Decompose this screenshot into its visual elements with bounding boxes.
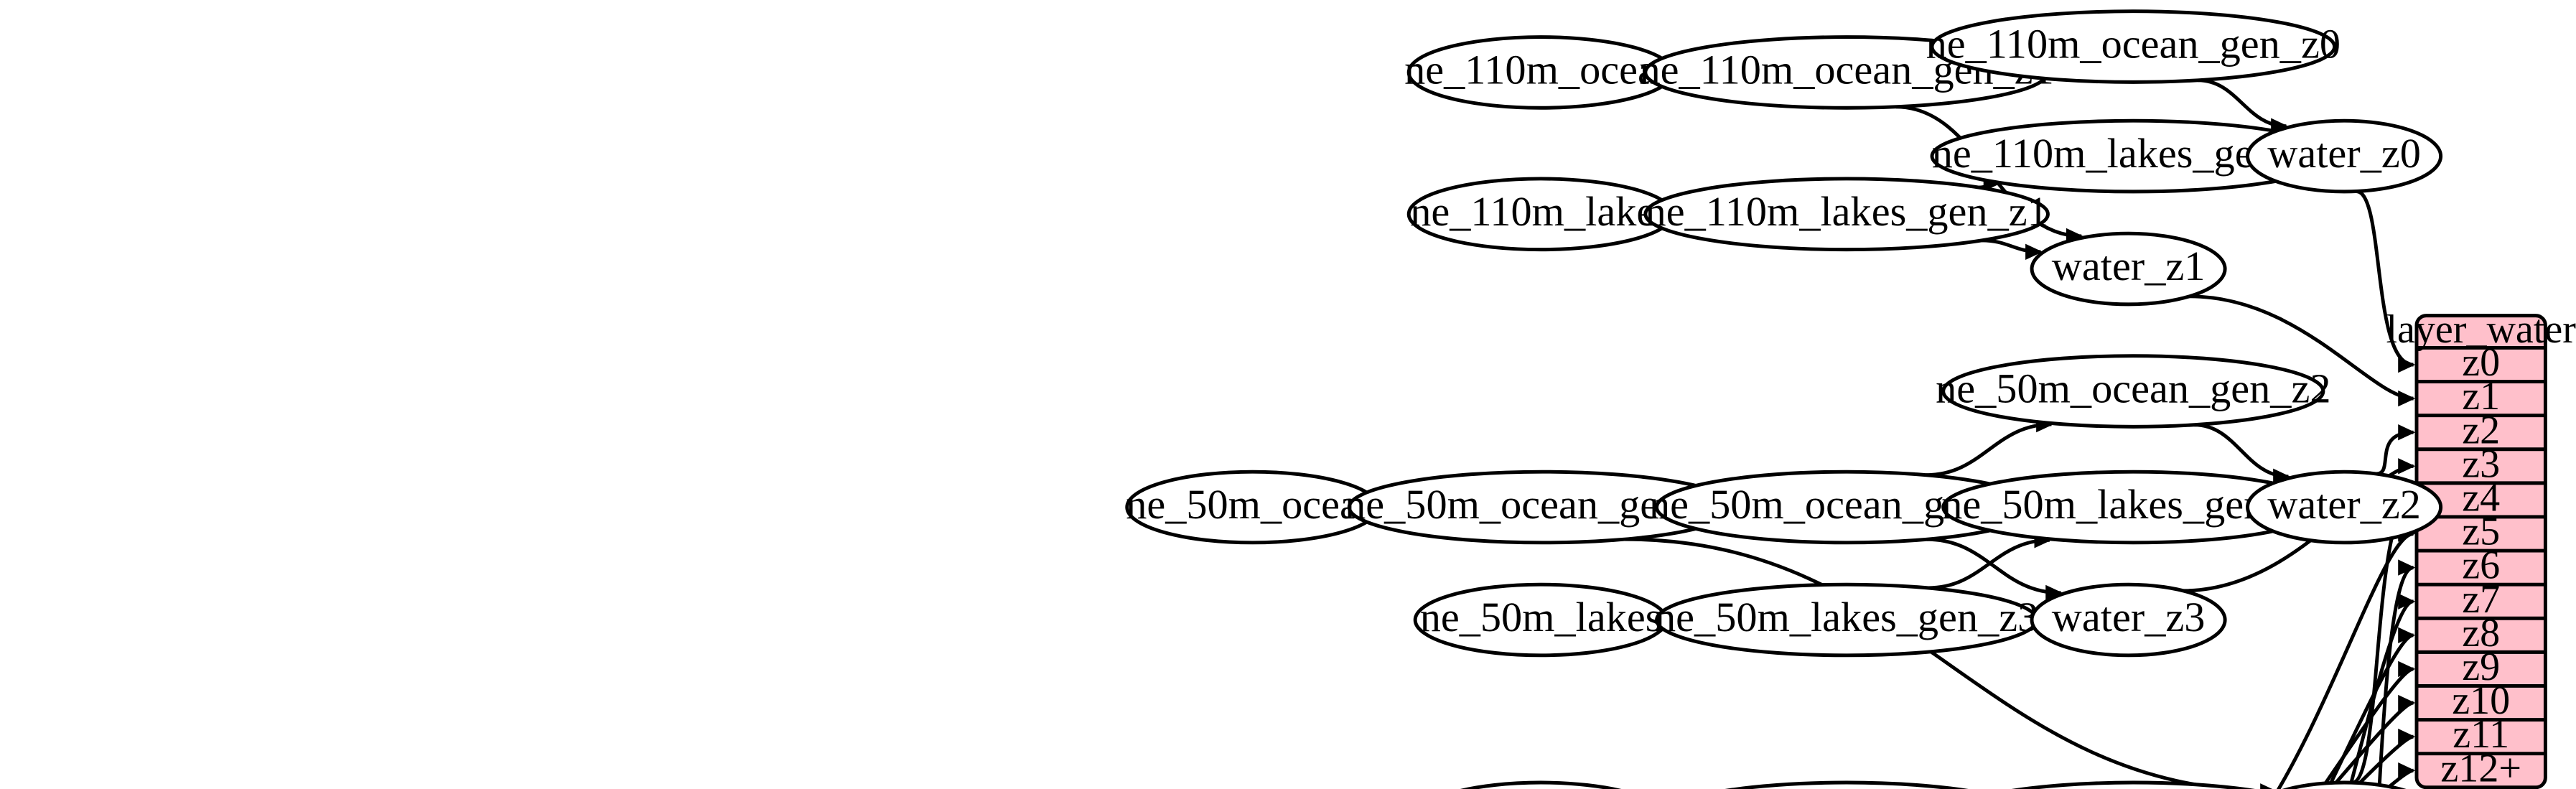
edge-water_z8-to-layer-z8 — [2325, 633, 2414, 789]
edge-water_z1-to-layer-z1 — [2189, 294, 2414, 401]
node-shape-water_z1 — [2030, 231, 2227, 307]
node-shape-ne_110m_lakes_gen_z1 — [1643, 177, 2050, 252]
node-ne_110m_lakes[interactable]: ne_110m_lakes — [1406, 177, 1675, 252]
node-water_z4[interactable]: water_z4 — [2248, 780, 2441, 789]
legend-row-z3[interactable]: z3 — [2462, 442, 2500, 486]
nodes-group: imposm3osm_water_polygonosm_ocean_polygo… — [1125, 9, 2443, 789]
node-shape-water_z3 — [2030, 582, 2227, 658]
legend-row-z12+[interactable]: z12+ — [2440, 746, 2521, 789]
node-shape-water_z2 — [2246, 470, 2443, 545]
legend-row-z5[interactable]: z5 — [2462, 510, 2500, 554]
edge-water_z10-to-layer-z10 — [2328, 701, 2414, 789]
legend-row-z8[interactable]: z8 — [2462, 611, 2500, 655]
node-shape-ne_50m_ocean — [1125, 470, 1381, 545]
edge-arrowhead — [2398, 593, 2416, 610]
edge-ne_50m_ocean_gen_z3-to-ne_50m_ocean_gen_z2 — [1926, 422, 2052, 477]
edge-arrowhead — [2025, 243, 2043, 260]
node-water_z3[interactable]: water_z3 — [2030, 582, 2227, 658]
node-ne_50m_lakes_gen_z3[interactable]: ne_50m_lakes_gen_z3 — [1655, 582, 2039, 658]
node-ne_110m_ocean_gen_z0[interactable]: ne_110m_ocean_gen_z0 — [1926, 9, 2341, 84]
edge-water_z11-to-layer-z11 — [2351, 734, 2414, 789]
legend-row-z2[interactable]: z2 — [2462, 408, 2500, 452]
node-ne_10m_lakes_gen_z5[interactable]: ne_10m_lakes_gen_z5 — [1655, 780, 2038, 789]
edge-ne_50m_ocean_gen_z2-to-water_z2 — [2194, 423, 2289, 479]
node-ne_10m_lakes[interactable]: ne_10m_lakes — [1415, 780, 1666, 789]
node-ne_50m_lakes[interactable]: ne_50m_lakes — [1413, 582, 1669, 658]
node-water_z2[interactable]: water_z2 — [2246, 470, 2443, 545]
edge-arrowhead — [2398, 559, 2416, 576]
edge-arrowhead — [2398, 728, 2416, 745]
legend-row-z4[interactable]: z4 — [2462, 476, 2500, 520]
edge-arrowhead — [2398, 627, 2416, 643]
edge-ne_50m_lakes_gen_z3-to-ne_50m_lakes_gen_z2 — [1928, 538, 2050, 590]
edge-arrowhead — [2398, 390, 2416, 407]
edge-water_z0-to-layer-z0 — [2356, 190, 2414, 367]
node-water_z0[interactable]: water_z0 — [2246, 118, 2443, 194]
node-shape-ne_10m_lakes_gen_z4 — [2011, 780, 2255, 789]
legend-group[interactable]: layer_waterz0z1z2z3z4z5z6z7z8z9z10z11z12… — [2386, 307, 2576, 789]
edge-water_z7-to-layer-z7 — [2348, 599, 2414, 789]
edge-arrowhead — [2398, 458, 2416, 475]
node-ne_10m_lakes_gen_z4[interactable]: ne_10m_lakes_gen_z4 — [1941, 780, 2325, 789]
edge-arrowhead — [2260, 783, 2273, 789]
edge-ne_50m_ocean_gen_z4-to-water_z4 — [1625, 537, 2251, 789]
edge-water_z9-to-layer-z9 — [2319, 667, 2414, 789]
legend-title: layer_water — [2386, 307, 2576, 352]
edge-arrowhead — [2398, 694, 2416, 711]
legend-row-z10[interactable]: z10 — [2452, 678, 2510, 723]
edge-arrowhead — [2398, 762, 2416, 779]
node-ne_110m_ocean[interactable]: ne_110m_ocean — [1404, 35, 1677, 110]
node-shape-ne_110m_ocean — [1406, 35, 1675, 110]
edge-arrowhead — [2398, 660, 2416, 678]
node-ne_110m_lakes_gen_z1[interactable]: ne_110m_lakes_gen_z1 — [1643, 177, 2050, 252]
node-shape-ne_50m_lakes — [1413, 582, 1669, 658]
node-shape-ne_50m_lakes_gen_z3 — [1655, 582, 2039, 658]
node-ne_50m_ocean[interactable]: ne_50m_ocean — [1125, 470, 1381, 545]
node-shape-water_z4 — [2282, 780, 2407, 789]
node-water_z1[interactable]: water_z1 — [2030, 231, 2227, 307]
legend-row-z7[interactable]: z7 — [2462, 577, 2500, 622]
node-shape-ne_50m_ocean_gen_z2 — [1941, 354, 2325, 429]
node-shape-ne_10m_lakes_gen_z5 — [1725, 780, 1969, 789]
edge-water_z5-to-layer-z5 — [2276, 532, 2414, 789]
node-shape-ne_10m_lakes — [1460, 780, 1622, 789]
legend-row-z6[interactable]: z6 — [2462, 543, 2500, 588]
legend-row-z0[interactable]: z0 — [2462, 340, 2500, 385]
legend-row-z11[interactable]: z11 — [2453, 712, 2509, 757]
edge-arrowhead — [2398, 356, 2416, 373]
legend-row-z1[interactable]: z1 — [2462, 374, 2500, 419]
node-shape-ne_110m_lakes — [1406, 177, 1675, 252]
node-ne_50m_ocean_gen_z2[interactable]: ne_50m_ocean_gen_z2 — [1936, 354, 2330, 429]
legend-row-z9[interactable]: z9 — [2462, 645, 2500, 689]
edge-arrowhead — [2398, 424, 2416, 441]
node-shape-water_z0 — [2246, 118, 2443, 194]
edge-ne_50m_ocean_gen_z3-to-water_z3 — [1926, 537, 2061, 595]
node-shape-ne_110m_ocean_gen_z0 — [1930, 9, 2337, 84]
